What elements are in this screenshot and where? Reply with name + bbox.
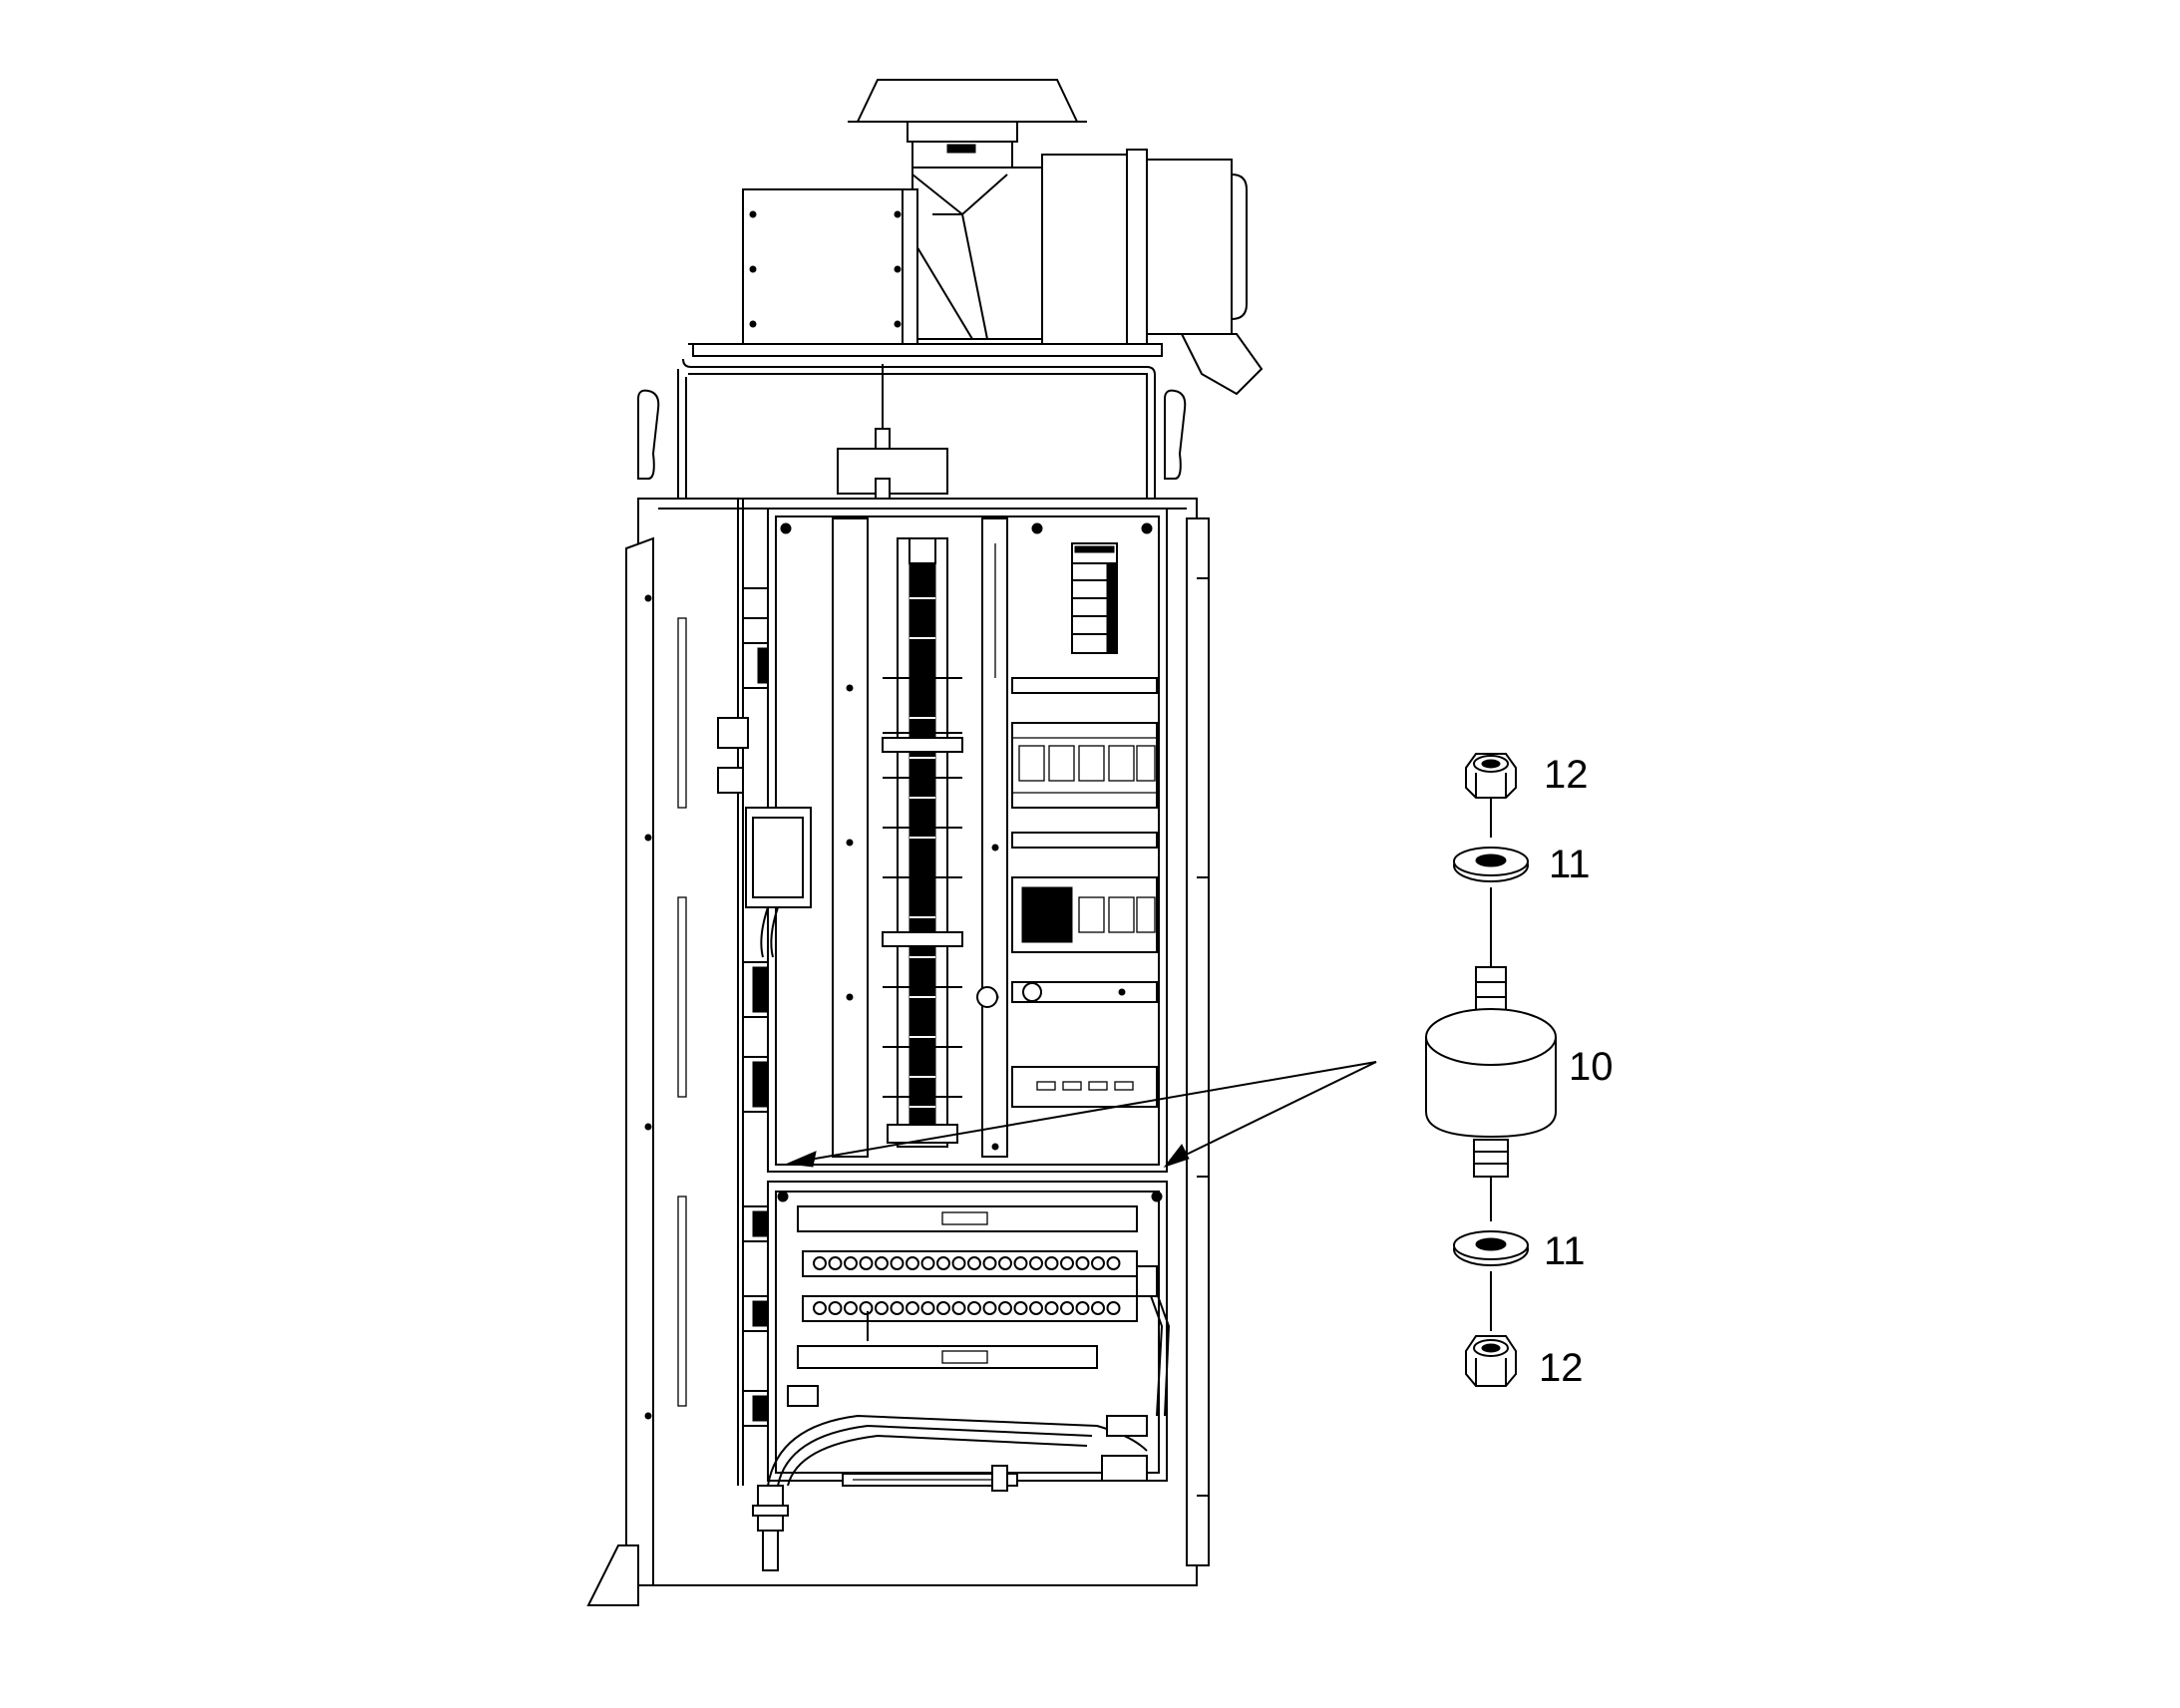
callout-shock-mount: 10 <box>1569 1045 1614 1089</box>
busbar-terminal <box>1075 1256 1090 1270</box>
callout-washer-bottom: 11 <box>1544 1229 1586 1273</box>
lock-nut-top <box>1465 753 1517 799</box>
busbar-terminal <box>906 1256 919 1270</box>
lower-terminal-panel <box>767 1181 1168 1482</box>
busbar-terminals <box>813 1256 1121 1315</box>
busbar-terminal <box>982 1256 997 1270</box>
busbar-terminal <box>906 1301 919 1315</box>
busbar-terminal <box>828 1301 843 1315</box>
busbar-terminal <box>1106 1256 1121 1270</box>
busbar-terminal <box>844 1256 858 1270</box>
busbar-terminal <box>936 1256 950 1270</box>
busbar-terminal <box>828 1256 843 1270</box>
callout-labels: 12 11 10 11 12 <box>1539 753 1614 1390</box>
busbar-terminal <box>890 1256 905 1270</box>
busbar-terminal <box>859 1301 874 1315</box>
busbar-terminal <box>1029 1256 1043 1270</box>
cable-harness <box>752 1265 1171 1571</box>
busbar-terminal <box>967 1256 981 1270</box>
busbar-terminal <box>813 1256 827 1270</box>
busbar-terminal <box>998 1256 1012 1270</box>
busbar-terminal <box>951 1301 966 1315</box>
relay-rows <box>976 677 1158 1108</box>
busbar-terminal <box>1060 1301 1074 1315</box>
busbar-terminal <box>1013 1301 1028 1315</box>
top-assembly <box>688 79 1264 396</box>
callout-washer-top: 11 <box>1549 843 1591 886</box>
busbar-terminal <box>1106 1301 1121 1315</box>
busbar-terminal <box>875 1301 889 1315</box>
busbar-terminal <box>859 1256 874 1270</box>
circuit-breakers <box>1071 542 1118 654</box>
busbar-terminal <box>1029 1301 1043 1315</box>
callout-nut-bottom: 12 <box>1539 1346 1584 1390</box>
busbar-terminal <box>890 1301 905 1315</box>
busbar-terminal <box>1044 1301 1059 1315</box>
flat-washer-top <box>1453 847 1529 882</box>
busbar-terminal <box>1013 1256 1028 1270</box>
hinge-strip <box>842 1465 1018 1492</box>
busbar-terminal <box>982 1301 997 1315</box>
busbar-terminal <box>875 1256 889 1270</box>
busbar-terminal <box>1091 1301 1105 1315</box>
callout-nut-top: 12 <box>1544 753 1589 797</box>
busbar-terminal <box>1044 1256 1059 1270</box>
shock-mount-exploded-view <box>1425 753 1557 1387</box>
busbar-terminal <box>844 1301 858 1315</box>
busbar-terminal <box>920 1301 935 1315</box>
busbar-terminal <box>813 1301 827 1315</box>
upper-frame <box>637 358 1187 505</box>
junction-box <box>745 807 812 958</box>
busbar-terminal <box>1075 1301 1090 1315</box>
busbar-terminal <box>951 1256 966 1270</box>
shock-mount <box>1425 966 1557 1178</box>
busbar-terminal <box>1091 1256 1105 1270</box>
busbar-terminal <box>998 1301 1012 1315</box>
flat-washer-bottom <box>1453 1230 1529 1266</box>
terminal-block-column <box>882 537 963 1148</box>
lock-nut-bottom <box>1465 1335 1517 1387</box>
busbar-terminal <box>936 1301 950 1315</box>
leader-arrows <box>786 1061 1377 1168</box>
busbar-terminal <box>967 1301 981 1315</box>
busbar-terminal <box>920 1256 935 1270</box>
busbar-terminal <box>1060 1256 1074 1270</box>
